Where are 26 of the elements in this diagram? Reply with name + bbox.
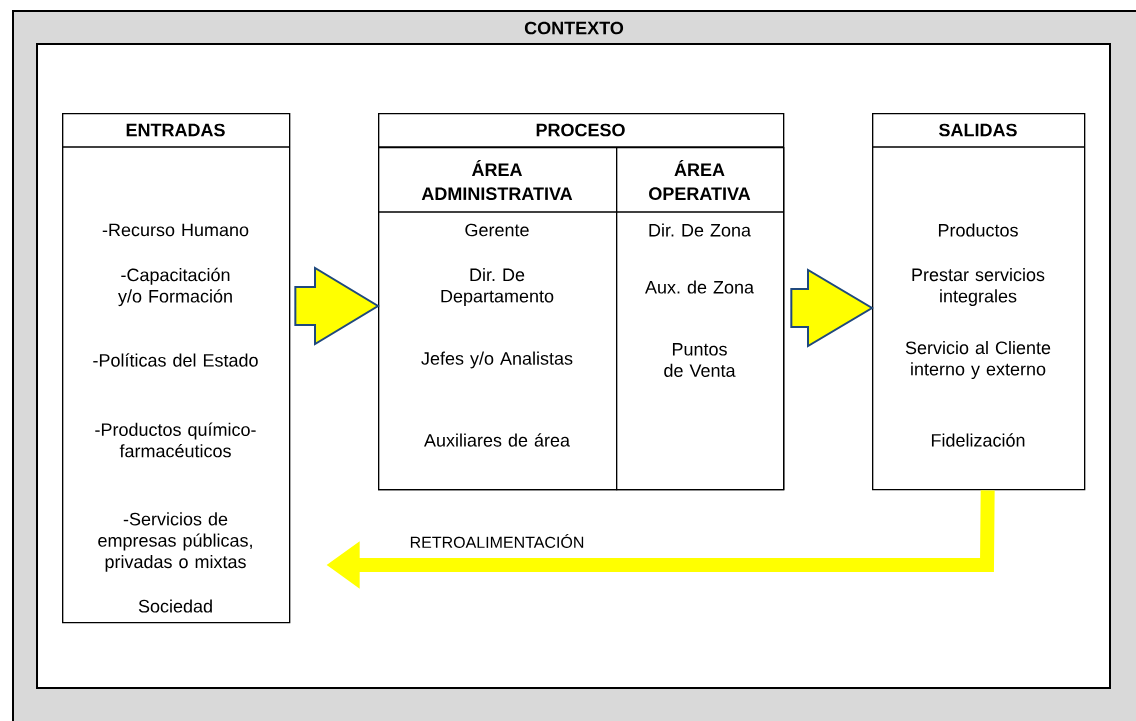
list-item: -Recurso Humano: [102, 223, 249, 237]
list-item: -Productos químico-farmacéuticos: [95, 422, 256, 458]
block-arrow: [294, 266, 380, 346]
list-item: Prestar servicios integrales: [912, 267, 1045, 307]
list-item: Jefes y/o Analistas: [421, 351, 573, 369]
list-item: -Políticas del Estado: [93, 353, 258, 367]
edge-label: RETROALIMENTACIÓN: [406, 531, 588, 551]
heading: ENTRADAS: [126, 123, 225, 137]
list-item: Dir. De Zona: [649, 223, 751, 237]
heading: PROCESO: [536, 123, 625, 137]
list-item: Aux. de Zona: [645, 280, 754, 294]
heading: ÁREA OPERATIVA: [649, 159, 751, 201]
block-arrow: [790, 268, 874, 348]
heading: ÁREA ADMINISTRATIVA: [421, 159, 573, 201]
list-item: Productos: [938, 223, 1018, 237]
list-item: -Capacitación y/o Formación: [118, 267, 232, 307]
list-item: -Servicios de empresas públicas, privadas o mixtas: [98, 512, 252, 572]
list-item: Auxiliares de área: [424, 433, 570, 447]
heading: CONTEXTO: [524, 21, 624, 35]
list-item: Sociedad: [138, 599, 212, 613]
list-item: Servicio al Cliente interno y externo: [905, 340, 1051, 380]
heading: SALIDAS: [939, 123, 1017, 137]
list-item: Gerente: [465, 223, 529, 237]
list-item: Fidelización: [931, 433, 1025, 447]
list-item: Dir. De Departamento: [441, 267, 554, 307]
list-item: Puntos de Venta: [664, 343, 736, 377]
